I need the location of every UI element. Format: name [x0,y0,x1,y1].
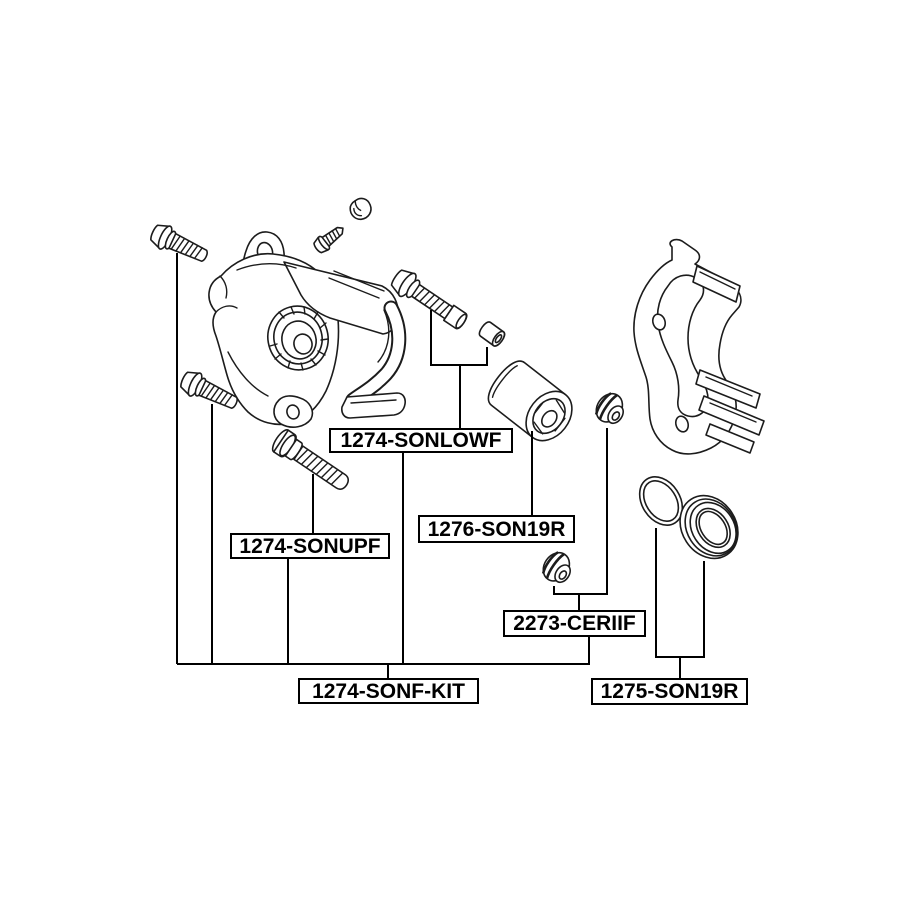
leader-lines [176,253,705,678]
flange-bolt-lower-drawing [180,371,238,409]
caliper-body-drawing [208,231,407,428]
label-1276-son19r: 1276-SON19R [418,515,575,543]
piston-boot-drawing [679,494,739,560]
label-1274-sonupf: 1274-SONUPF [230,533,390,559]
piston-seal-ring-drawing [638,476,684,526]
bushing-lower-drawing [541,551,572,584]
bleeder-cap-drawing [349,197,372,221]
leader-bushings [553,428,608,595]
flange-bolt-upper-drawing [150,224,208,262]
guide-pin-bolt-drawing [390,269,468,330]
label-1274-sonlowf: 1274-SONLOWF [329,428,513,453]
label-2273-ceriif: 2273-CERIIF [503,610,646,637]
label-1274-sonf-kit: 1274-SONF-KIT [298,678,479,704]
bleeder-screw-drawing [313,226,344,254]
bushing-upper-drawing [594,392,625,425]
guide-pin-upper-drawing [271,429,350,490]
label-1275-son19r: 1275-SON19R [591,678,748,705]
guide-pin-sleeve-drawing [478,321,506,347]
piston-drawing [487,360,573,442]
leader-kit-gather [177,637,590,665]
caliper-bracket-drawing [633,238,765,455]
